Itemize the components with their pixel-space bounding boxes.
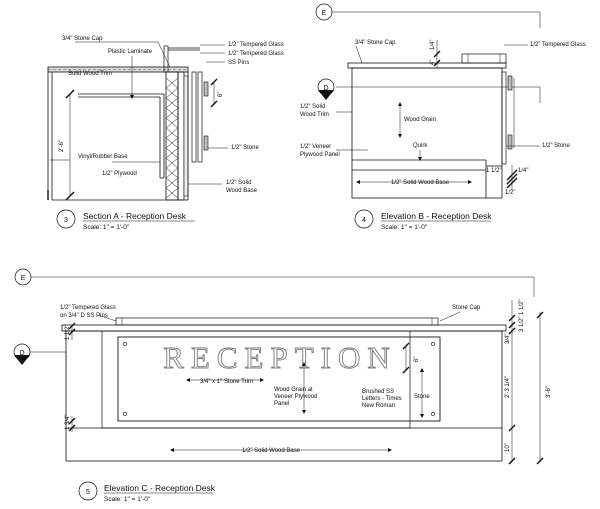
label-solid-wood-base-a1: 1/2" Solid [226,180,251,186]
dim-c-right-b: 3 1/2" [519,317,525,332]
label-stone-cap-b: 3/4" Stone Cap [355,40,396,46]
dim-c-left-bottom: 1 3/4" [65,415,71,430]
marker-d-b: D [323,85,328,92]
elevation-b-title-block: 4 Elevation B - Reception Desk Scale: 1"… [354,209,492,231]
label-tempered-glass-b: 1/2" Tempered Glass [530,42,586,48]
dim-b-quarter-b: 1/4" [518,168,528,174]
section-a-scale: Scale: 1" = 1'-0" [83,224,130,231]
section-a-ss-pins [203,81,209,97]
label-stone-cap-a: 3/4" Stone Cap [62,36,103,42]
label-quirk: Quirk [413,143,428,149]
elevation-b-drawing: E D [300,3,586,199]
label-solid-wood-trim-b1: 1/2" Solid [300,104,325,110]
elevation-b-body [351,67,503,199]
elevation-c-number: 5 [86,489,90,496]
label-solid-wood-base-b: 1/2" Solid Wood Base [391,180,450,186]
elevation-b-number: 4 [362,217,366,224]
dim-b-quarter: 1/4" [430,40,436,50]
dim-b-one-half: 1 1/2" [486,168,501,174]
label-veneer-b2: Plywood Panel [300,152,340,158]
elevation-b-stone-cap [347,62,507,69]
elevation-c-glass [115,317,439,326]
section-a-glass [191,71,197,163]
elevation-c-title: Elevation C - Reception Desk [104,483,216,493]
label-glass-c1: 1/2" Tempered Glass [60,305,116,311]
dim-c-right-a: 1 1/2" [519,300,525,315]
section-a-title: Section A - Reception Desk [83,211,187,221]
label-plywood: 1/2" Plywood [102,171,137,177]
elevation-c-stone-cap [61,324,507,332]
elevation-c-drawing: E D RECEPTION [13,268,552,465]
label-veneer-b1: 1/2" Veneer [300,144,331,150]
dim-b-half: 1/2" [505,190,515,196]
section-a-drawing: 3/4" Stone Cap Plastic Laminate Solid Wo… [47,36,284,201]
section-a-number: 3 [64,217,68,224]
label-plastic-laminate: Plastic Laminate [108,49,153,55]
elevation-c-stone-panel [117,336,441,422]
label-letters-c1: Brushed SS [362,389,394,395]
label-tempered-glass-a1: 1/2" Tempered Glass [228,42,284,48]
label-solid-wood-trim-b2: Wood Trim [300,112,329,118]
label-stone-b: 1/2" Stone [542,143,570,149]
label-solid-wood-trim: Solid Wood Trim [68,71,112,77]
elevation-b-title: Elevation B - Reception Desk [381,211,492,221]
label-solid-wood-base-a2: Wood Base [226,188,258,194]
marker-e-b: E [322,10,327,17]
reception-sign-letters: RECEPTION [163,340,397,375]
dim-section-a-height: 2'-6" [59,140,65,152]
dim-c-right-d: 2'-3 1/4" [505,376,511,398]
label-vinyl-base: Vinyl/Rubber Base [78,154,128,160]
label-stone-trim-c: 3/4" x 1" Stone Trim [200,379,253,385]
dim-section-a-pin: 6" [218,92,224,97]
label-wood-c3: Panel [274,401,289,407]
dim-c-left-top: 1 1/2" [65,325,71,340]
label-letters-c2: Letters - Times [362,396,402,402]
label-letters-c3: New Roman [362,403,395,409]
label-wood-c2: Veneer Plywood [274,394,317,400]
label-glass-c2: on 3/4" D SS Pins [60,313,108,319]
elevation-b-scale: Scale: 1" = 1'-0" [381,224,428,231]
elevation-c-title-block: 5 Elevation C - Reception Desk Scale: 1"… [78,481,216,503]
section-a-core [165,71,179,201]
label-stone-a: 1/2" Stone [231,145,259,151]
dim-c-right-e: 10" [505,443,511,452]
dim-c-overall: 3'-6" [546,386,552,398]
dim-c-letter-height: 6" [414,357,420,362]
dim-c-right-c: 3/4" [505,334,511,344]
label-stone-c: Stone [414,394,430,400]
label-solid-wood-base-c: 1/2" Solid Wood Base [242,448,301,454]
elevation-c-scale: Scale: 1" = 1'-0" [104,496,151,503]
label-stone-cap-c: Stone Cap [452,305,481,311]
marker-e-c: E [21,275,26,282]
section-a-title-block: 3 Section A - Reception Desk Scale: 1" =… [56,209,195,231]
label-tempered-glass-a2: 1/2" Tempered Glass [228,51,284,57]
label-ss-pins: SS Pins [228,60,249,66]
dim-b-four: 4" [430,60,436,65]
label-wood-grain-b: Wood Grain [404,117,436,123]
marker-d-c: D [19,350,24,357]
label-wood-c1: Wood Grain at [274,387,313,393]
